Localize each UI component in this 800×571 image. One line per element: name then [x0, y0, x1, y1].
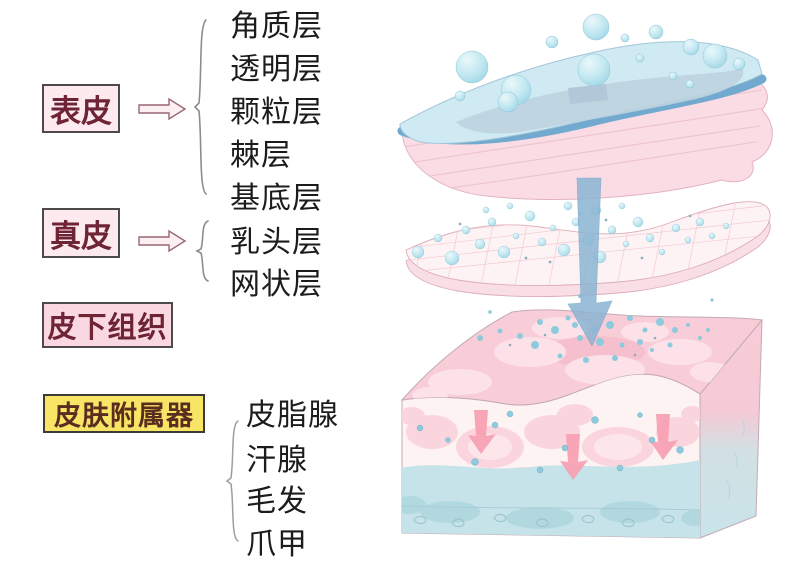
epidermis-brace: [193, 19, 207, 195]
dermis-layer-item: 网状层: [230, 268, 323, 301]
appendage-item: 毛发: [246, 485, 308, 518]
skin-appendages-label: 皮肤附属器: [54, 401, 194, 431]
epidermis-box: 表皮: [42, 84, 120, 133]
subcutaneous-tissue-box: 皮下组织: [42, 302, 173, 348]
epidermis-layer-item: 颗粒层: [230, 96, 323, 129]
dermis-arrow-icon: [138, 229, 187, 253]
epidermis-layer-item: 基底层: [230, 182, 323, 215]
subcutis-block: [400, 294, 763, 539]
penetration-arrow-icon: [567, 177, 613, 347]
skin-appendages-box: 皮肤附属器: [43, 394, 205, 433]
skin-layers-illustration: [397, 13, 773, 539]
appendages-brace: [225, 420, 239, 542]
appendage-item: 汗腺: [246, 444, 308, 477]
epidermis-box-label: 表皮: [50, 94, 112, 129]
epidermis-layer-item: 棘层: [230, 139, 292, 172]
moisture-bubbles: [454, 13, 746, 113]
epidermis-layer-item: 透明层: [230, 53, 323, 86]
dermis-layer-item: 乳头层: [230, 226, 323, 259]
dermis-brace: [195, 220, 209, 282]
dermis-box-label: 真皮: [50, 218, 112, 254]
subcutaneous-tissue-label: 皮下组织: [47, 312, 168, 344]
epidermis-layer-item: 角质层: [230, 10, 323, 43]
appendage-item: 皮脂腺: [246, 399, 339, 432]
diffusion-arrow-icon: [468, 410, 678, 480]
epidermis-arrow-icon: [138, 97, 187, 121]
dermis-box: 真皮: [42, 208, 120, 258]
epidermis-slab: [397, 41, 767, 145]
appendage-item: 爪甲: [246, 528, 308, 561]
